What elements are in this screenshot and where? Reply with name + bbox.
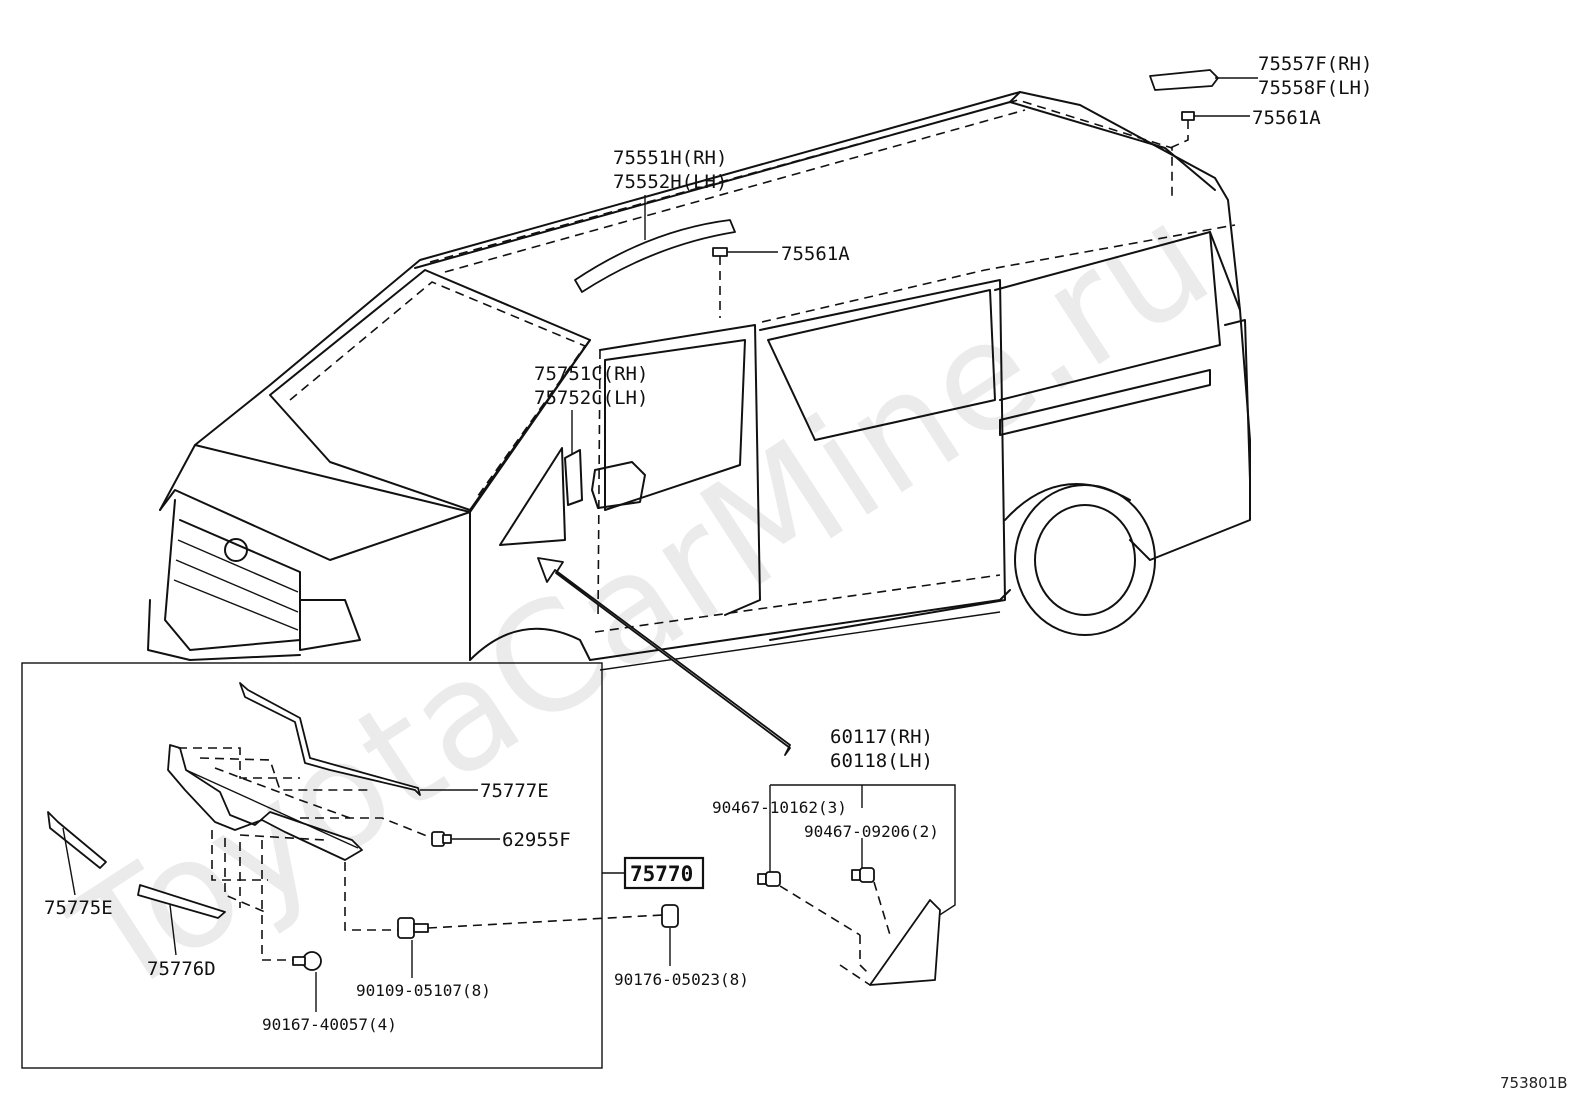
lower-moulding-75776d — [137, 884, 226, 919]
label-75775e: 75775E — [44, 897, 113, 919]
label-75557f: 75557F(RH) — [1258, 53, 1372, 75]
bolt-90109 — [397, 917, 429, 939]
label-75752c: 75752C(LH) — [534, 387, 648, 409]
roof-moulding-front — [574, 219, 736, 293]
clip-rear — [1181, 111, 1195, 121]
label-90109-05107: 90109-05107(8) — [356, 981, 491, 1000]
grille-inset-box — [21, 662, 603, 1069]
clip-62955f — [431, 831, 452, 847]
quarter-trim-group — [757, 784, 956, 986]
grille-body — [167, 744, 363, 861]
screw-90467-09206 — [851, 867, 875, 883]
label-75551h: 75551H(RH) — [613, 147, 727, 169]
label-75751c: 75751C(RH) — [534, 363, 648, 385]
label-90167-40057: 90167-40057(4) — [262, 1015, 397, 1034]
diagram-reference: 753801B — [1500, 1074, 1568, 1092]
label-90467-10162: 90467-10162(3) — [712, 798, 847, 817]
label-62955f: 62955F — [502, 829, 571, 851]
label-75561a-front: 75561A — [781, 243, 850, 265]
label-75561a-rear: 75561A — [1252, 107, 1321, 129]
van-body — [147, 91, 1251, 671]
label-90176-05023: 90176-05023(8) — [614, 970, 749, 989]
watermark: ToyotaCarMine.ru — [44, 171, 1239, 1031]
label-75552h: 75552H(LH) — [613, 171, 727, 193]
roof-end-cover-rear — [1149, 69, 1219, 91]
side-moulding-75775e — [47, 811, 107, 869]
label-75770: 75770 — [630, 862, 693, 886]
label-60117: 60117(RH) — [830, 726, 933, 748]
grille-assembly — [47, 682, 679, 971]
screw-90167 — [292, 951, 322, 971]
clip-front — [712, 247, 728, 257]
screw-90467-10162 — [757, 871, 781, 887]
nut-90176 — [661, 904, 679, 928]
upper-moulding-75777e — [239, 682, 421, 796]
label-75777e: 75777E — [480, 780, 549, 802]
pointer-arrow — [537, 557, 791, 756]
label-90467-09206: 90467-09206(2) — [804, 822, 939, 841]
quarter-trim-60117 — [869, 899, 941, 986]
label-75776d: 75776D — [147, 958, 216, 980]
label-60118: 60118(LH) — [830, 750, 933, 772]
part-75770-box — [623, 856, 705, 890]
label-75558f: 75558F(LH) — [1258, 77, 1372, 99]
inset-dash-lines — [178, 747, 663, 961]
